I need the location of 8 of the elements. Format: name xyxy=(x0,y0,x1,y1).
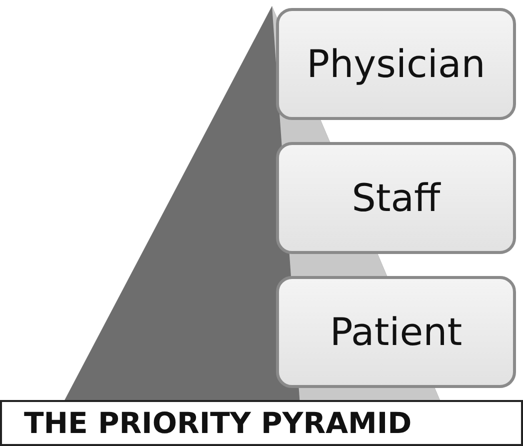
tier-label: Staff xyxy=(352,176,440,220)
tier-box xyxy=(276,142,516,254)
tier-label: Physician xyxy=(306,42,486,86)
tier-label: Patient xyxy=(330,310,462,354)
title-text: THE PRIORITY PYRAMID xyxy=(24,406,412,440)
title-box xyxy=(0,400,523,446)
tier-box xyxy=(276,8,516,120)
tier-box xyxy=(276,276,516,388)
